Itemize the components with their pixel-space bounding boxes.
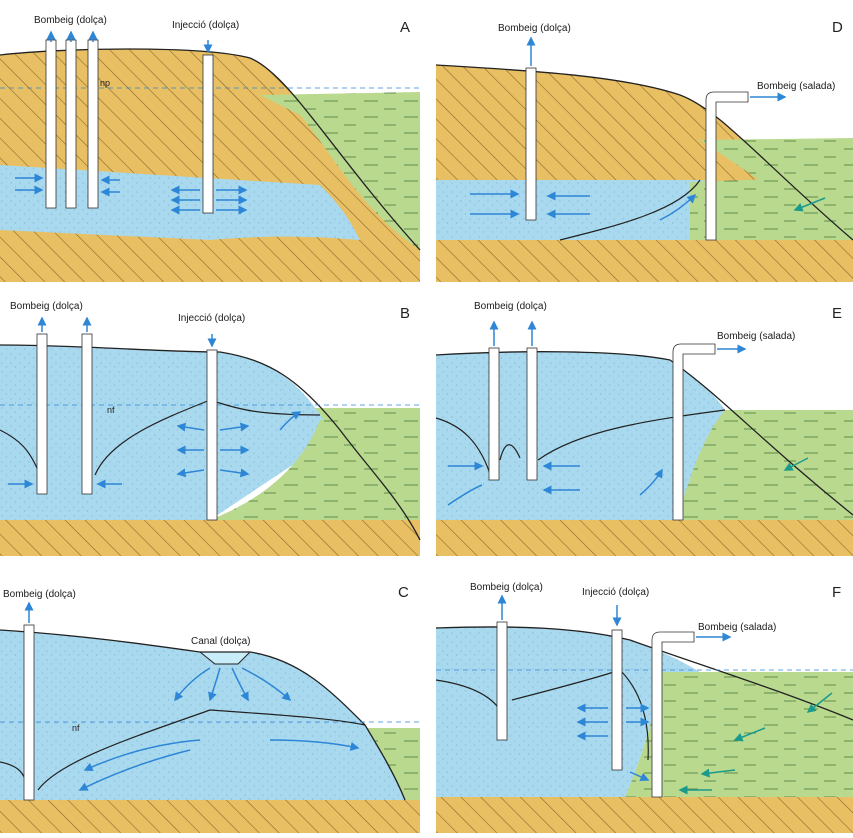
well-inject-f bbox=[611, 629, 623, 771]
panel-c: C Bombeig (dolça) Canal (dolça) nf bbox=[0, 570, 420, 833]
panel-f-letter: F bbox=[832, 584, 841, 601]
well-pump-d bbox=[525, 67, 537, 221]
panel-b-label-inject: Injecció (dolça) bbox=[178, 313, 245, 324]
panel-f-label-pump: Bombeig (dolça) bbox=[470, 582, 543, 593]
panel-a-label-inject: Injecció (dolça) bbox=[172, 20, 239, 31]
panel-c-label-canal: Canal (dolça) bbox=[191, 636, 250, 647]
well-pump-e1 bbox=[488, 347, 500, 481]
panel-e-label-salt: Bombeig (salada) bbox=[717, 331, 795, 342]
panel-d-label-salt: Bombeig (salada) bbox=[757, 81, 835, 92]
well-inject-b bbox=[206, 349, 218, 521]
panel-a-label-pump: Bombeig (dolça) bbox=[34, 15, 107, 26]
panel-d-letter: D bbox=[832, 19, 843, 36]
column-divider bbox=[422, 0, 434, 833]
well-pump-b1 bbox=[36, 333, 48, 495]
panel-d: D Bombeig (dolça) Bombeig (salada) bbox=[435, 0, 853, 282]
well-salt-f bbox=[651, 631, 695, 798]
well-pump-e2 bbox=[526, 347, 538, 481]
panel-f-label-inject: Injecció (dolça) bbox=[582, 587, 649, 598]
well-pump-a1 bbox=[45, 39, 57, 209]
panel-b-label-pump: Bombeig (dolça) bbox=[10, 301, 83, 312]
panel-c-label-pump: Bombeig (dolça) bbox=[3, 589, 76, 600]
well-pump-b2 bbox=[81, 333, 93, 495]
panel-c-letter: C bbox=[398, 584, 409, 601]
panel-b: B Bombeig (dolça) Injecció (dolça) nf bbox=[0, 288, 421, 556]
well-pump-c bbox=[23, 624, 35, 801]
panel-d-label-pump: Bombeig (dolça) bbox=[498, 23, 571, 34]
panel-e-label-pump: Bombeig (dolça) bbox=[474, 301, 547, 312]
panel-c-level-label: nf bbox=[72, 723, 80, 733]
panel-b-letter: B bbox=[400, 305, 410, 322]
panel-f: F Bombeig (dolça) Injecció (dolça) Bombe… bbox=[435, 570, 853, 833]
well-pump-f bbox=[496, 621, 508, 741]
panel-a-level-label: np bbox=[100, 78, 110, 88]
row-divider-2 bbox=[0, 558, 853, 568]
panel-e: E Bombeig (dolça) Bombeig (salada) bbox=[435, 288, 853, 556]
fresh-aquifer-e bbox=[436, 351, 725, 520]
well-salt-e bbox=[672, 343, 716, 521]
panel-e-letter: E bbox=[832, 305, 842, 322]
panel-a: A Bombeig (dolça) Injecció (dolça) np bbox=[0, 0, 421, 282]
well-salt-d bbox=[705, 91, 749, 241]
sea-a bbox=[260, 92, 420, 250]
well-pump-a2 bbox=[65, 39, 77, 209]
panel-b-level-label: nf bbox=[107, 405, 115, 415]
well-pump-a3 bbox=[87, 39, 99, 209]
well-inject-a bbox=[202, 54, 214, 214]
panel-f-label-salt: Bombeig (salada) bbox=[698, 622, 776, 633]
row-divider-1 bbox=[0, 283, 853, 287]
panel-a-letter: A bbox=[400, 19, 410, 36]
